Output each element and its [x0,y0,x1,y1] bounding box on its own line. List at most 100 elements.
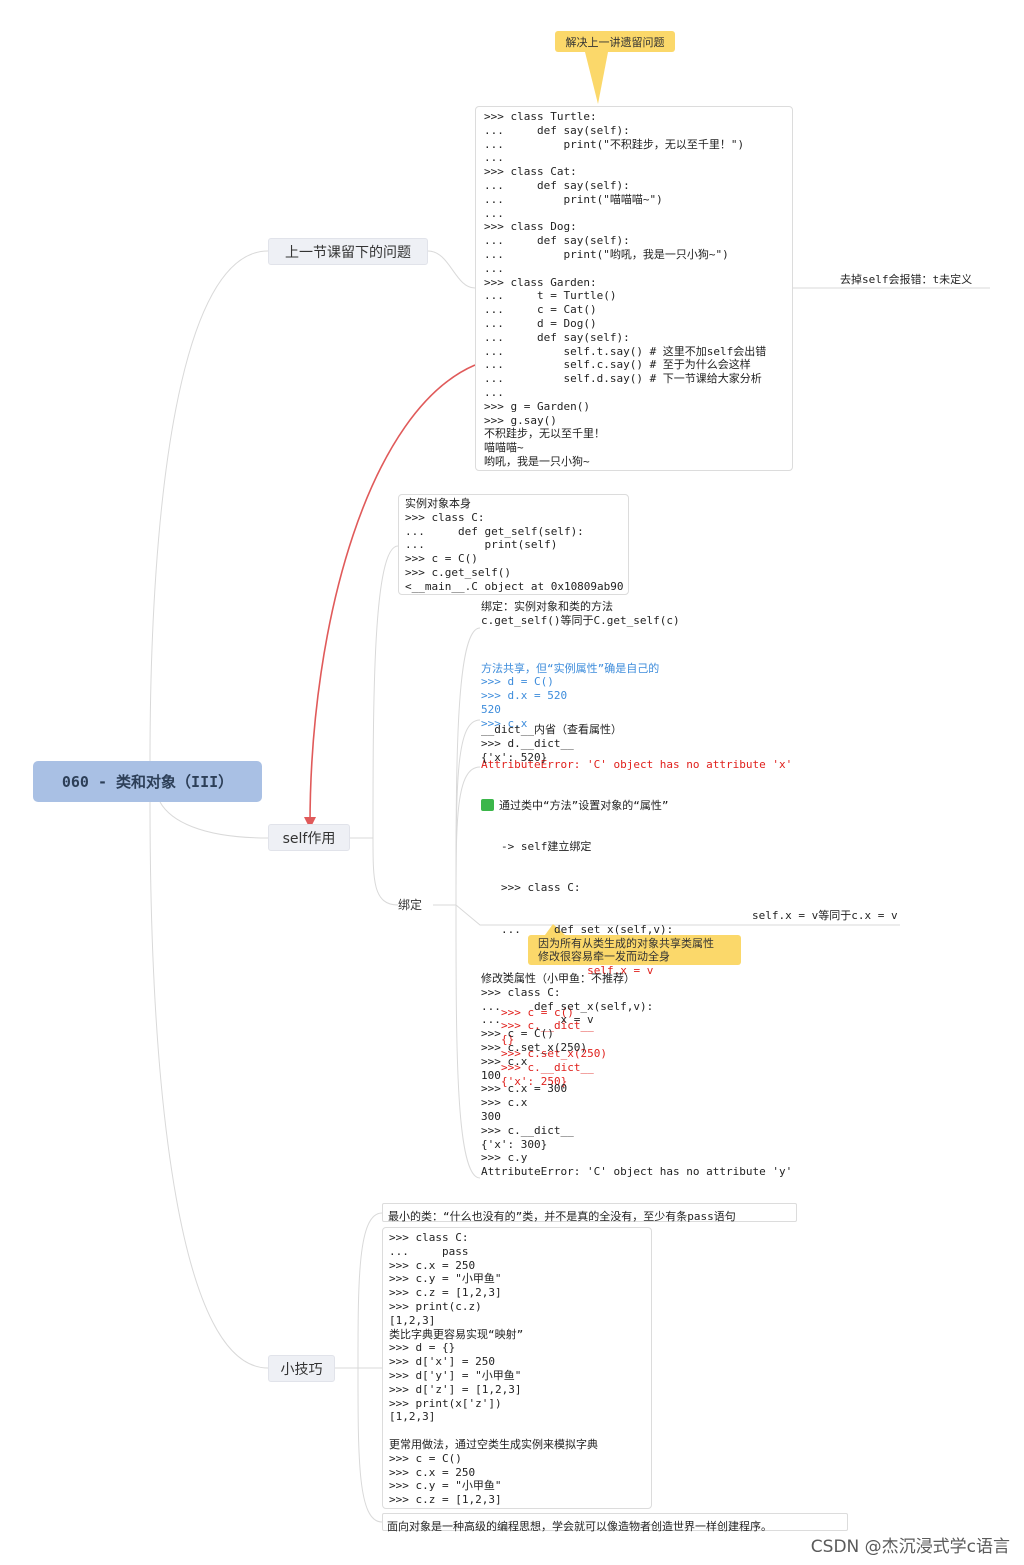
code-line: 不积跬步，无以至千里！ [484,427,605,441]
code-line: >>> d.__dict__ [481,736,574,750]
code-line: >>> c = C() [389,1451,462,1465]
previous-note: 去掉self会报错：t未定义 [840,273,973,286]
set-block-line: >>> class C: [501,881,581,895]
code-line: {} [501,1033,515,1047]
code-line: ... [484,151,504,165]
branch-tips: 小技巧 [268,1355,335,1382]
code-line: ... def say(self): [484,330,630,344]
code-line: >>> g = Garden() [484,399,590,413]
code-line: AttributeError: 'C' object has no attrib… [481,1165,793,1179]
code-line: >>> print(x['z']) [389,1396,502,1410]
root-topic: 060 - 类和对象（III） [33,761,262,802]
code-line: >>> c.x = 250 [389,1258,476,1272]
code-line: 更常用做法，通过空类生成实例来模拟字典 [389,1437,598,1451]
code-line: >>> c.z = [1,2,3] [389,1286,502,1300]
code-line: ... [484,261,504,275]
code-line: ... [484,206,504,220]
code-line: 喵喵喵~ [484,441,524,455]
set-attribute-block: 通过类中“方法”设置对象的“属性” -> self建立绑定 >>> class … [481,771,673,1102]
set-block-line: -> self建立绑定 [501,839,592,853]
method-share-block: 方法共享，但“实例属性”确是自己的>>> d = C()>>> d.x = 52… [481,634,792,786]
tips-title-card: 最小的类：“什么也没有的”类，并不是真的全没有，至少有条pass语句 [382,1203,797,1223]
self-instance-code: 实例对象本身>>> class C:... def get_self(self)… [405,497,628,594]
code-line: [1,2,3] [389,1313,436,1327]
tips-code: >>> class C:... pass>>> c.x = 250>>> c.y… [389,1231,651,1507]
code-line: >>> c.y = "小甲鱼" [389,1479,502,1493]
code-line: ... print("喵喵喵~") [484,192,663,206]
code-line: ... print("不积跬步，无以至千里！") [484,137,745,151]
set-block-line: ... def set_x(self,v): [501,922,674,936]
code-line: 类比字典更容易实现“映射” [389,1327,524,1341]
set-block-title: 通过类中“方法”设置对象的“属性” [499,798,669,812]
code-line: >>> d.x = 520 [481,689,568,703]
code-line: >>> c.__dict__ [481,1123,574,1137]
code-line: >>> class C: [389,1231,469,1244]
callout-shared-line: 因为所有从类生成的对象共享类属性 [538,937,714,950]
code-line: >>> c.x [481,1054,528,1068]
code-line: >>> c.y = "小甲鱼" [389,1272,502,1286]
modify-class-block: 修改类属性（小甲鱼：不推荐）>>> class C:... def set_x(… [481,972,792,1179]
self-instance-card: 实例对象本身>>> class C:... def get_self(self)… [398,494,629,595]
method-share-error: AttributeError: 'C' object has no attrib… [481,758,793,772]
tips-footer-card: 面向对象是一种高级的编程思想，学会就可以像造物者创造世界一样创建程序。 [382,1513,848,1533]
set-note: self.x = v等同于c.x = v [752,909,898,922]
code-line: ... self.c.say() # 至于为什么会这样 [484,358,751,372]
set-block-line: ... [501,964,521,978]
code-line: >>> c.set_x(250) [481,1040,587,1054]
code-line: ... d = Dog() [484,316,597,330]
code-line: >>> d['x'] = 250 [389,1355,495,1369]
thumbs-up-icon [481,798,494,811]
code-line: 100 [481,1068,501,1082]
code-line: ... self.d.say() # 下一节课给大家分析 [484,372,762,386]
code-line: 修改类属性（小甲鱼：不推荐） [481,972,635,985]
previous-code-card: >>> class Turtle:... def say(self):... p… [475,106,793,471]
code-line: >>> g.say() [484,413,557,427]
code-line: >>> d['z'] = [1,2,3] [389,1382,522,1396]
code-line: ... pass [389,1244,469,1258]
code-line: >>> d = {} [389,1341,456,1355]
code-line: >>> c.x = 300 [481,1082,568,1096]
code-line: ... def set_x(self,v): [481,999,654,1013]
code-line: >>> c.x = 250 [389,1465,476,1479]
code-line: >>> class C: [481,985,561,999]
code-line: {'x': 250} [501,1074,568,1088]
code-line: >>> c.x [481,716,528,730]
code-line: >>> c = C() [481,1027,554,1041]
code-line: ... t = Turtle() [484,289,617,303]
code-line: {'x': 300} [481,1137,548,1151]
code-line: {'x': 520} [481,750,548,764]
code-line: >>> c.x [481,1096,528,1110]
dict-block: __dict__内省（查看属性）>>> d.__dict__{'x': 520} [481,723,622,764]
code-line: 实例对象本身 [405,497,471,510]
code-line: >>> c = C() [405,552,478,566]
code-line: ... def say(self): [484,178,630,192]
code-line: ... [484,385,504,399]
callout-shared-attributes: 因为所有从类生成的对象共享类属性 修改很容易牵一发而动全身 [528,935,741,965]
code-line: >>> c.__dict__ [501,1060,594,1074]
code-line: >>> c.set_x(250) [501,1046,607,1060]
code-line: 300 [481,1109,501,1123]
set-block-red-line: self.x = v [520,964,654,978]
code-line: ... x = v [481,1013,594,1027]
tips-footer: 面向对象是一种高级的编程思想，学会就可以像造物者创造世界一样创建程序。 [387,1520,772,1533]
code-line: >>> c.get_self() [405,565,511,579]
code-line: 哟吼，我是一只小狗~ [484,454,590,468]
callout-shared-line: 修改很容易牵一发而动全身 [538,950,670,963]
code-line: >>> c.__dict__ [501,1019,594,1033]
code-line: ... c = Cat() [484,303,597,317]
code-line: ... def say(self): [484,123,630,137]
code-line: ... print("哟吼，我是一只小狗~") [484,247,729,261]
tips-code-card: >>> class C:... pass>>> c.x = 250>>> c.y… [382,1227,652,1509]
branch-self-role: self作用 [268,824,350,851]
callout-resolve-previous: 解决上一讲遗留问题 [555,31,675,52]
code-line: ... def get_self(self): [405,524,584,538]
text-line: c.get_self()等同于C.get_self(c) [481,613,680,627]
watermark: CSDN @杰沉浸式学c语言 [810,1537,1010,1557]
code-line: ... self.t.say() # 这里不加self会出错 [484,344,767,358]
code-line: [1,2,3] [389,1410,436,1424]
code-line: <__main__.C object at 0x10809ab90 [405,579,624,593]
code-line [389,1424,651,1438]
code-line: ... print(self) [405,538,558,552]
code-line: >>> class Cat: [484,165,577,179]
